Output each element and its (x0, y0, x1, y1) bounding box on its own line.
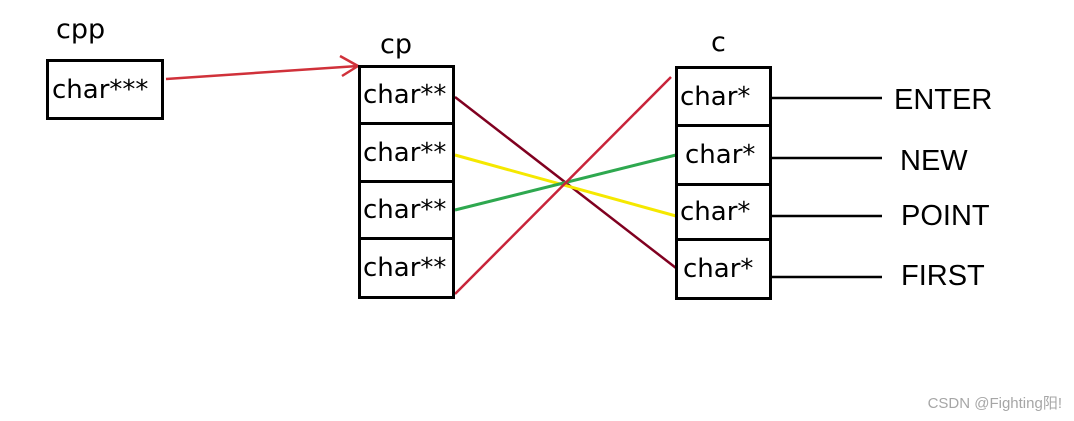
string-point: POINT (901, 200, 990, 232)
cp-array: char** char** char** char** (358, 65, 455, 299)
c-cell-1: char* (675, 124, 772, 186)
c-cell-0: char* (675, 66, 772, 127)
cp-cell-0-type: char** (363, 80, 447, 110)
cp1-to-c2-line (454, 153, 677, 218)
c-label: c (711, 27, 726, 58)
cp3-to-c0-line (454, 76, 672, 295)
cp-cell-2-type: char** (363, 195, 447, 225)
cp-cell-1-type: char** (363, 137, 447, 168)
c-array: char* char* char* char* (675, 66, 772, 300)
cp-cell-1: char** (358, 122, 455, 183)
cp-label: cp (380, 29, 412, 60)
cpp-box: char*** (46, 59, 164, 120)
cpp-label: cpp (56, 14, 106, 45)
cpp-to-cp-arrow-line (165, 64, 359, 81)
string-first: FIRST (901, 260, 985, 292)
c-cell-0-type: char* (680, 81, 751, 112)
cp-cell-2: char** (358, 180, 455, 240)
watermark: CSDN @Fighting阳! (927, 395, 1062, 412)
c-cell-3-type: char* (683, 254, 754, 284)
cp-cell-3-type: char** (363, 253, 447, 283)
c-cell-2: char* (675, 183, 772, 241)
string-new: NEW (900, 145, 968, 177)
c-cell-2-type: char* (680, 197, 751, 227)
string-enter: ENTER (894, 84, 993, 116)
c-cell-1-type: char* (685, 140, 756, 170)
cpp-box-type: char*** (52, 74, 149, 105)
cp-cell-0: char** (358, 65, 455, 125)
c-cell-3: char* (675, 238, 772, 300)
cp-cell-3: char** (358, 237, 455, 299)
